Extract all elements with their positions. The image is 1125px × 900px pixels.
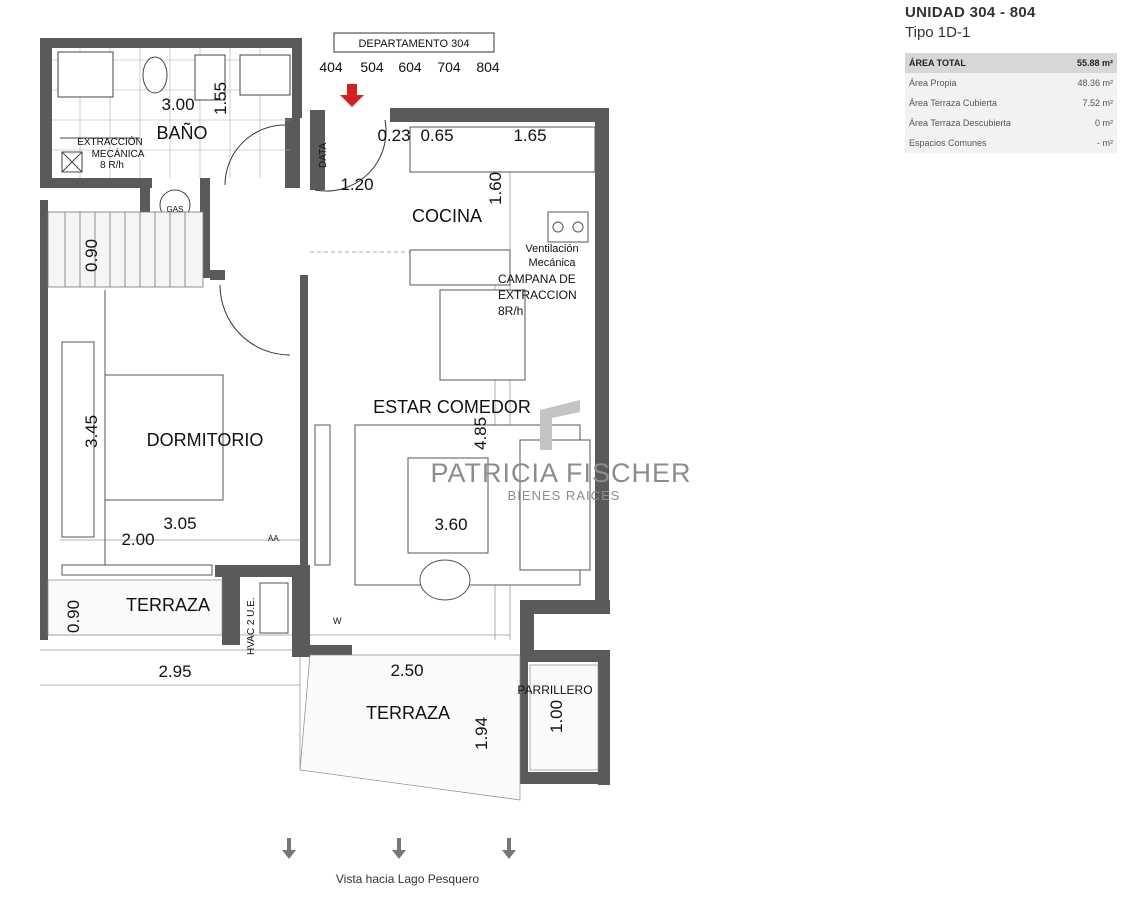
room-grill: PARRILLERO [517, 683, 592, 697]
note-ww: W [333, 616, 342, 626]
room-terrace-left: TERRAZA [126, 595, 210, 615]
dim-bedroom-depth: 3.45 [82, 415, 101, 448]
closet-hatch [47, 211, 204, 288]
floor-604: 604 [398, 59, 422, 75]
note-gas: GAS [167, 205, 184, 214]
room-kitchen: COCINA [412, 206, 482, 226]
area-value: 48.36 m² [1056, 73, 1117, 93]
entry-arrow-icon [340, 84, 364, 107]
dim-terrace-left-width: 2.95 [158, 662, 191, 681]
area-label: Área Terraza Descubierta [905, 113, 1057, 133]
area-table: ÁREA TOTAL 55.88 m² Área Propia 48.36 m²… [905, 53, 1117, 153]
area-label: ÁREA TOTAL [905, 53, 1057, 73]
dim-kitchen-b: 0.65 [420, 126, 453, 145]
dim-kitchen-a: 0.23 [377, 126, 410, 145]
bath-fixtures [57, 51, 291, 221]
area-label: Espacios Comunes [905, 133, 1057, 153]
dim-kitchen-c: 1.65 [513, 126, 546, 145]
area-row: Área Propia 48.36 m² [905, 73, 1117, 93]
area-row-total: ÁREA TOTAL 55.88 m² [905, 53, 1117, 73]
dim-kitchen-depth: 1.60 [486, 172, 505, 205]
dim-corridor: 1.20 [340, 175, 373, 194]
room-bathroom: BAÑO [156, 122, 207, 143]
note-extraction-3: 8 R/h [100, 160, 124, 171]
area-label: Área Terraza Cubierta [905, 93, 1057, 113]
living-furniture [259, 126, 596, 634]
watermark-name: PATRICIA FISCHER [430, 458, 691, 488]
terraces [47, 579, 599, 801]
area-value: 0 m² [1056, 113, 1117, 133]
bath-tiles [52, 48, 290, 178]
floor-504: 504 [360, 59, 384, 75]
floor-404: 404 [319, 59, 343, 75]
apartment-label-box [333, 32, 495, 53]
dim-grill-depth: 1.00 [547, 700, 566, 733]
area-label: Área Propia [905, 73, 1057, 93]
dim-terrace-bottom-depth: 1.94 [472, 717, 491, 750]
dim-terrace-left-depth: 0.90 [64, 600, 83, 633]
room-terrace-bottom: TERRAZA [366, 703, 450, 723]
note-hood-1: CAMPANA DE [498, 272, 576, 286]
note-ventilation-1: Ventilación [525, 243, 578, 255]
dim-bedroom-width: 3.05 [163, 514, 196, 533]
dim-living-width: 3.60 [434, 515, 467, 534]
floor-704: 704 [437, 59, 461, 75]
view-arrows-icon [282, 838, 516, 859]
note-shaft: DATA [318, 142, 329, 168]
dim-living-depth: 4.85 [471, 417, 490, 450]
walls [40, 38, 610, 785]
note-hood-3: 8R/h [498, 304, 523, 318]
dim-bath-width: 3.00 [161, 95, 194, 114]
watermark-logo-icon [540, 400, 580, 450]
unit-info-panel: UNIDAD 304 - 804 Tipo 1D-1 ÁREA TOTAL 55… [905, 4, 1117, 153]
watermark-sub: BIENES RAICES [508, 488, 621, 503]
area-value: - m² [1056, 133, 1117, 153]
area-value: 55.88 m² [1056, 53, 1117, 73]
dim-bedroom-b: 2.00 [121, 530, 154, 549]
note-extraction-1: EXTRACCIÓN [77, 135, 143, 148]
area-value: 7.52 m² [1056, 93, 1117, 113]
view-label: Vista hacia Lago Pesquero [335, 872, 480, 886]
room-living: ESTAR COMEDOR [373, 397, 531, 417]
area-row: Área Terraza Descubierta 0 m² [905, 113, 1117, 133]
note-aa: AA [268, 534, 279, 543]
apartment-label: DEPARTAMENTO 304 [358, 38, 469, 50]
bed [61, 290, 224, 576]
area-row: Área Terraza Cubierta 7.52 m² [905, 93, 1117, 113]
door-swings [219, 119, 387, 356]
note-ventilation-2: Mecánica [528, 257, 576, 269]
room-bedroom: DORMITORIO [147, 430, 264, 450]
area-row: Espacios Comunes - m² [905, 133, 1117, 153]
note-extraction-2: MECÁNICA [92, 147, 145, 160]
dim-closet: 0.90 [82, 239, 101, 272]
note-hvac: HVAC 2 U.E. [246, 597, 257, 655]
note-hood-2: EXTRACCION [498, 288, 577, 302]
dim-bath-depth: 1.55 [211, 82, 230, 115]
dim-terrace-bottom-width: 2.50 [390, 661, 423, 680]
unit-type: Tipo 1D-1 [905, 24, 971, 41]
unit-title: UNIDAD 304 - 804 [905, 4, 1036, 21]
floor-804: 804 [476, 59, 500, 75]
